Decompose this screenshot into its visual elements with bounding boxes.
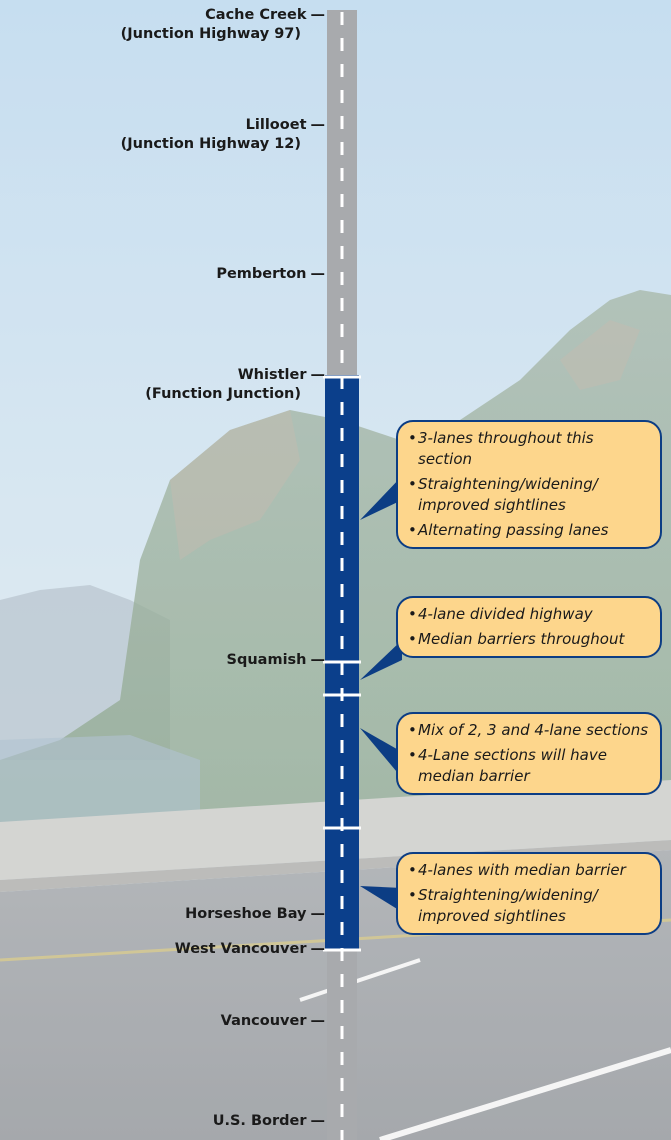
callout-whistler-squamish: 3-lanes throughout this section Straight…	[396, 420, 662, 549]
place-cache-creek: Cache Creek— (Junction Highway 97)	[120, 7, 325, 42]
callout-bullet: 4-Lane sections will have median barrier	[408, 745, 652, 787]
place-name: Vancouver	[220, 1013, 307, 1029]
place-us-border: U.S. Border—	[212, 1113, 325, 1129]
callout-pointer	[360, 640, 402, 680]
callout-bullet: Median barriers throughout	[408, 629, 652, 650]
place-west-vancouver: West Vancouver—	[174, 941, 325, 957]
callout-pointer	[360, 886, 402, 912]
place-name: Whistler	[237, 367, 307, 383]
callout-bullet: 4-lane divided highway	[408, 604, 652, 625]
callout-bullet: Alternating passing lanes	[408, 520, 652, 541]
callout-mid: Mix of 2, 3 and 4-lane sections 4-Lane s…	[396, 712, 662, 795]
place-lillooet: Lillooet— (Junction Highway 12)	[120, 117, 325, 152]
callout-bullet: 4-lanes with median barrier	[408, 860, 652, 881]
callout-horseshoe: 4-lanes with median barrier Straightenin…	[396, 852, 662, 935]
callout-bullet: Straightening/widening/ improved sightli…	[408, 474, 652, 516]
place-sub: (Junction Highway 12)	[120, 136, 301, 152]
place-horseshoe-bay: Horseshoe Bay—	[185, 906, 325, 922]
place-name: Cache Creek	[205, 7, 307, 23]
callout-bullet: Mix of 2, 3 and 4-lane sections	[408, 720, 652, 741]
place-pemberton: Pemberton—	[216, 266, 325, 282]
place-name: West Vancouver	[174, 941, 307, 957]
place-name: Lillooet	[245, 117, 307, 133]
place-whistler: Whistler— (Function Junction)	[145, 367, 325, 402]
place-name: Pemberton	[216, 266, 307, 282]
place-sub: (Junction Highway 97)	[120, 26, 301, 42]
callout-pointer	[360, 476, 402, 520]
place-squamish: Squamish—	[226, 652, 325, 668]
callout-bullet: Straightening/widening/ improved sightli…	[408, 885, 652, 927]
place-sub: (Function Junction)	[145, 386, 301, 402]
place-vancouver: Vancouver—	[220, 1013, 325, 1029]
place-name: Horseshoe Bay	[185, 906, 307, 922]
place-name: Squamish	[226, 652, 307, 668]
place-name: U.S. Border	[212, 1113, 307, 1129]
callout-squamish: 4-lane divided highway Median barriers t…	[396, 596, 662, 658]
callout-bullet: 3-lanes throughout this section	[408, 428, 652, 470]
callout-pointer	[360, 728, 402, 778]
